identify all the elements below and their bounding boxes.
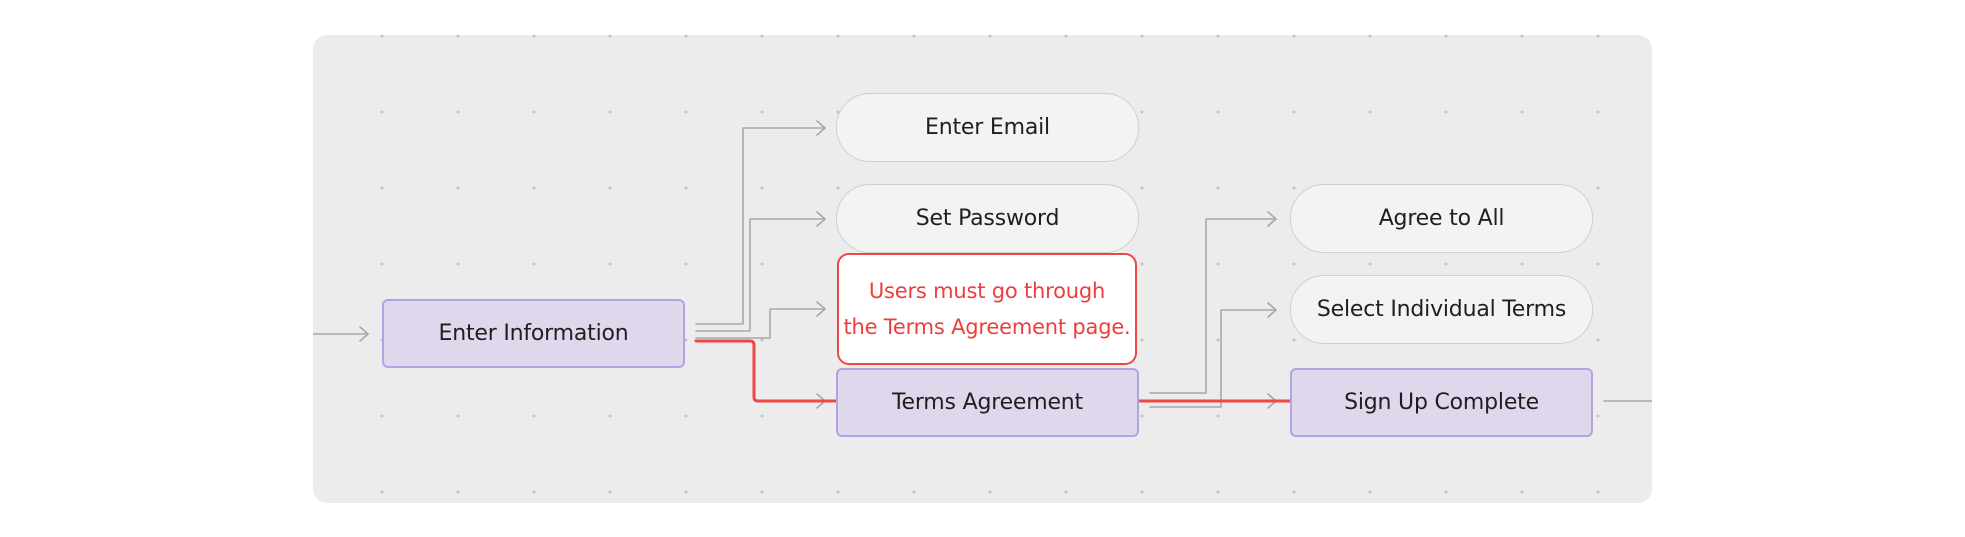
connector-to-select-individual-terms [1149,309,1277,408]
incoming-connector-arrowhead [359,326,369,342]
flow-canvas: Enter Information Enter Email Set Passwo… [313,35,1652,503]
note-line-1: Users must go through [868,279,1106,303]
connector-to-enter-email [695,127,826,325]
connector-to-agree-to-all [1149,218,1277,394]
terms-agreement-label: Terms Agreement [868,390,1107,415]
select-individual-terms-node[interactable]: Select Individual Terms [1290,275,1593,344]
enter-information-node[interactable]: Enter Information [382,299,685,368]
connector-to-note [695,308,826,339]
note-line-2: the Terms Agreement page. [843,315,1131,339]
connector-to-set-password [695,218,826,332]
arrowhead-agree-to-all [1267,211,1277,227]
arrowhead-enter-email [816,120,826,136]
highlight-path-to-terms-agreement [694,339,873,403]
set-password-node[interactable]: Set Password [836,184,1139,253]
agree-to-all-node[interactable]: Agree to All [1290,184,1593,253]
arrowhead-select-individual-terms [1267,302,1277,318]
enter-email-label: Enter Email [925,115,1050,140]
sign-up-complete-label: Sign Up Complete [1344,390,1539,415]
arrowhead-set-password [816,211,826,227]
agree-to-all-label: Agree to All [1378,206,1505,231]
set-password-label: Set Password [915,206,1060,231]
select-individual-terms-label: Select Individual Terms [1316,297,1567,322]
requirement-note: Users must go through the Terms Agreemen… [837,253,1137,365]
terms-agreement-node[interactable]: Terms Agreement [836,368,1139,437]
enter-email-node[interactable]: Enter Email [836,93,1139,162]
arrowhead-note [816,301,826,317]
sign-up-complete-node[interactable]: Sign Up Complete [1290,368,1593,437]
enter-information-label: Enter Information [438,321,629,346]
